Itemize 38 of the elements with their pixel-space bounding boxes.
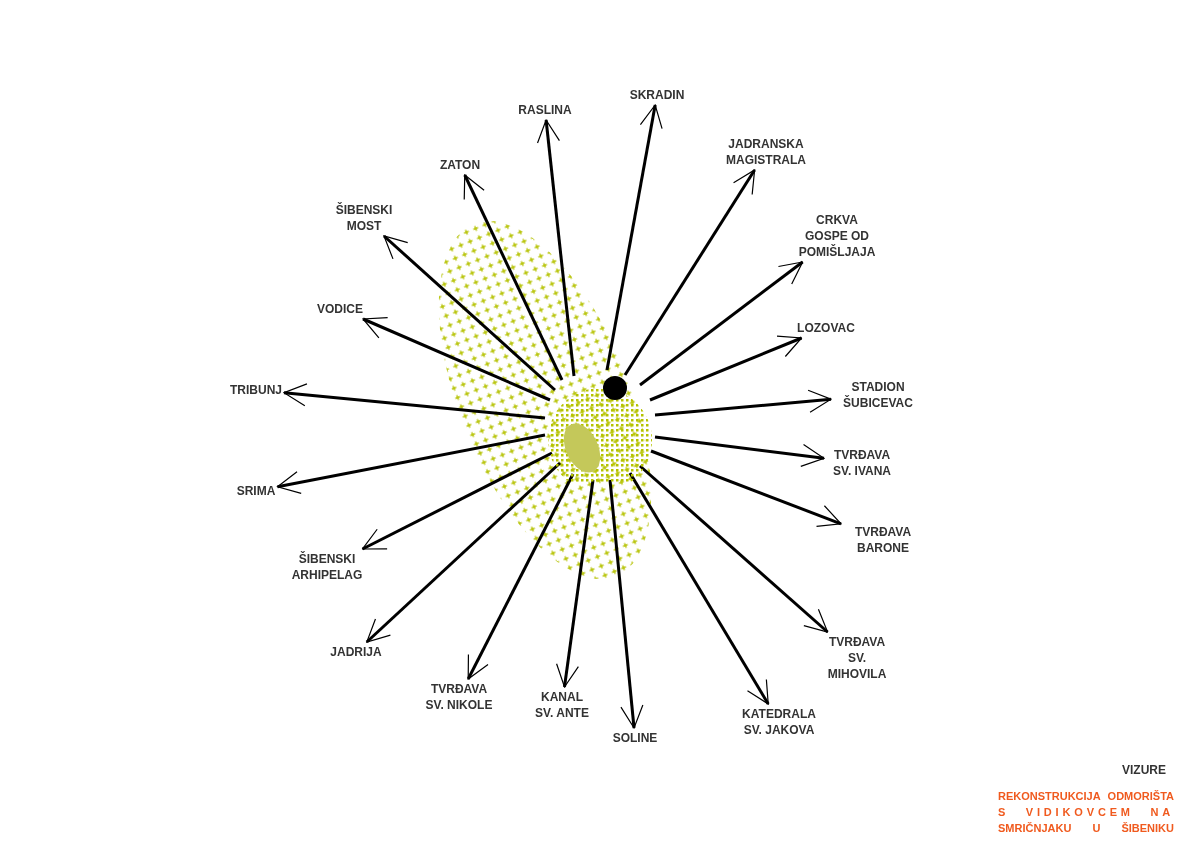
place-label: TVRĐAVA BARONE (843, 524, 923, 556)
sightline-arrow (276, 433, 546, 495)
sightline-arrow (536, 119, 576, 377)
place-label: STADION ŠUBICEVAC (833, 379, 923, 411)
place-label: JADRIJA (330, 644, 382, 660)
place-label: TVRĐAVA SV. NIKOLE (423, 681, 495, 713)
sightline-arrow (650, 449, 842, 527)
project-title-line: REKONSTRUKCIJA ODMORIŠTA (998, 789, 1174, 804)
sightline-arrow (654, 435, 825, 467)
place-label: TVRĐAVA SV. MIHOVILA (820, 634, 894, 682)
place-label: ŠIBENSKI MOST (324, 202, 404, 234)
sightline-arrow (623, 169, 756, 376)
sightline-arrow (605, 104, 663, 371)
sightline-arrow (654, 389, 832, 417)
place-label: JADRANSKA MAGISTRALA (716, 136, 816, 168)
sightline-arrow (383, 234, 556, 392)
place-label: KATEDRALA SV. JAKOVA (734, 706, 824, 738)
place-label: SKRADIN (629, 87, 685, 103)
place-label: TRIBUNJ (230, 382, 282, 398)
sightline-arrow (361, 451, 553, 551)
sightline-arrow (639, 260, 804, 387)
project-title-line: SMRIČNJAKU U ŠIBENIKU (998, 821, 1174, 836)
place-label: VODICE (317, 301, 363, 317)
place-label: SRIMA (236, 483, 276, 499)
sightline-arrow (362, 317, 551, 402)
sightline-arrow (649, 335, 803, 402)
sightline-arrow (463, 174, 564, 381)
place-label: LOZOVAC (797, 320, 855, 336)
sightline-arrow (283, 383, 546, 420)
place-label: ŠIBENSKI ARHIPELAG (282, 551, 372, 583)
project-title-line: S VIDIKOVCEM NA (998, 805, 1174, 820)
place-label: TVRĐAVA SV. IVANA (826, 447, 898, 479)
place-label: ZATON (439, 157, 481, 173)
place-label: RASLINA (518, 102, 572, 118)
sheet-title: VIZURE (1122, 762, 1166, 779)
place-label: KANAL SV. ANTE (532, 689, 592, 721)
place-label: CRKVA GOSPE OD POMIŠLJAJA (797, 212, 877, 260)
place-label: SOLINE (612, 730, 658, 746)
